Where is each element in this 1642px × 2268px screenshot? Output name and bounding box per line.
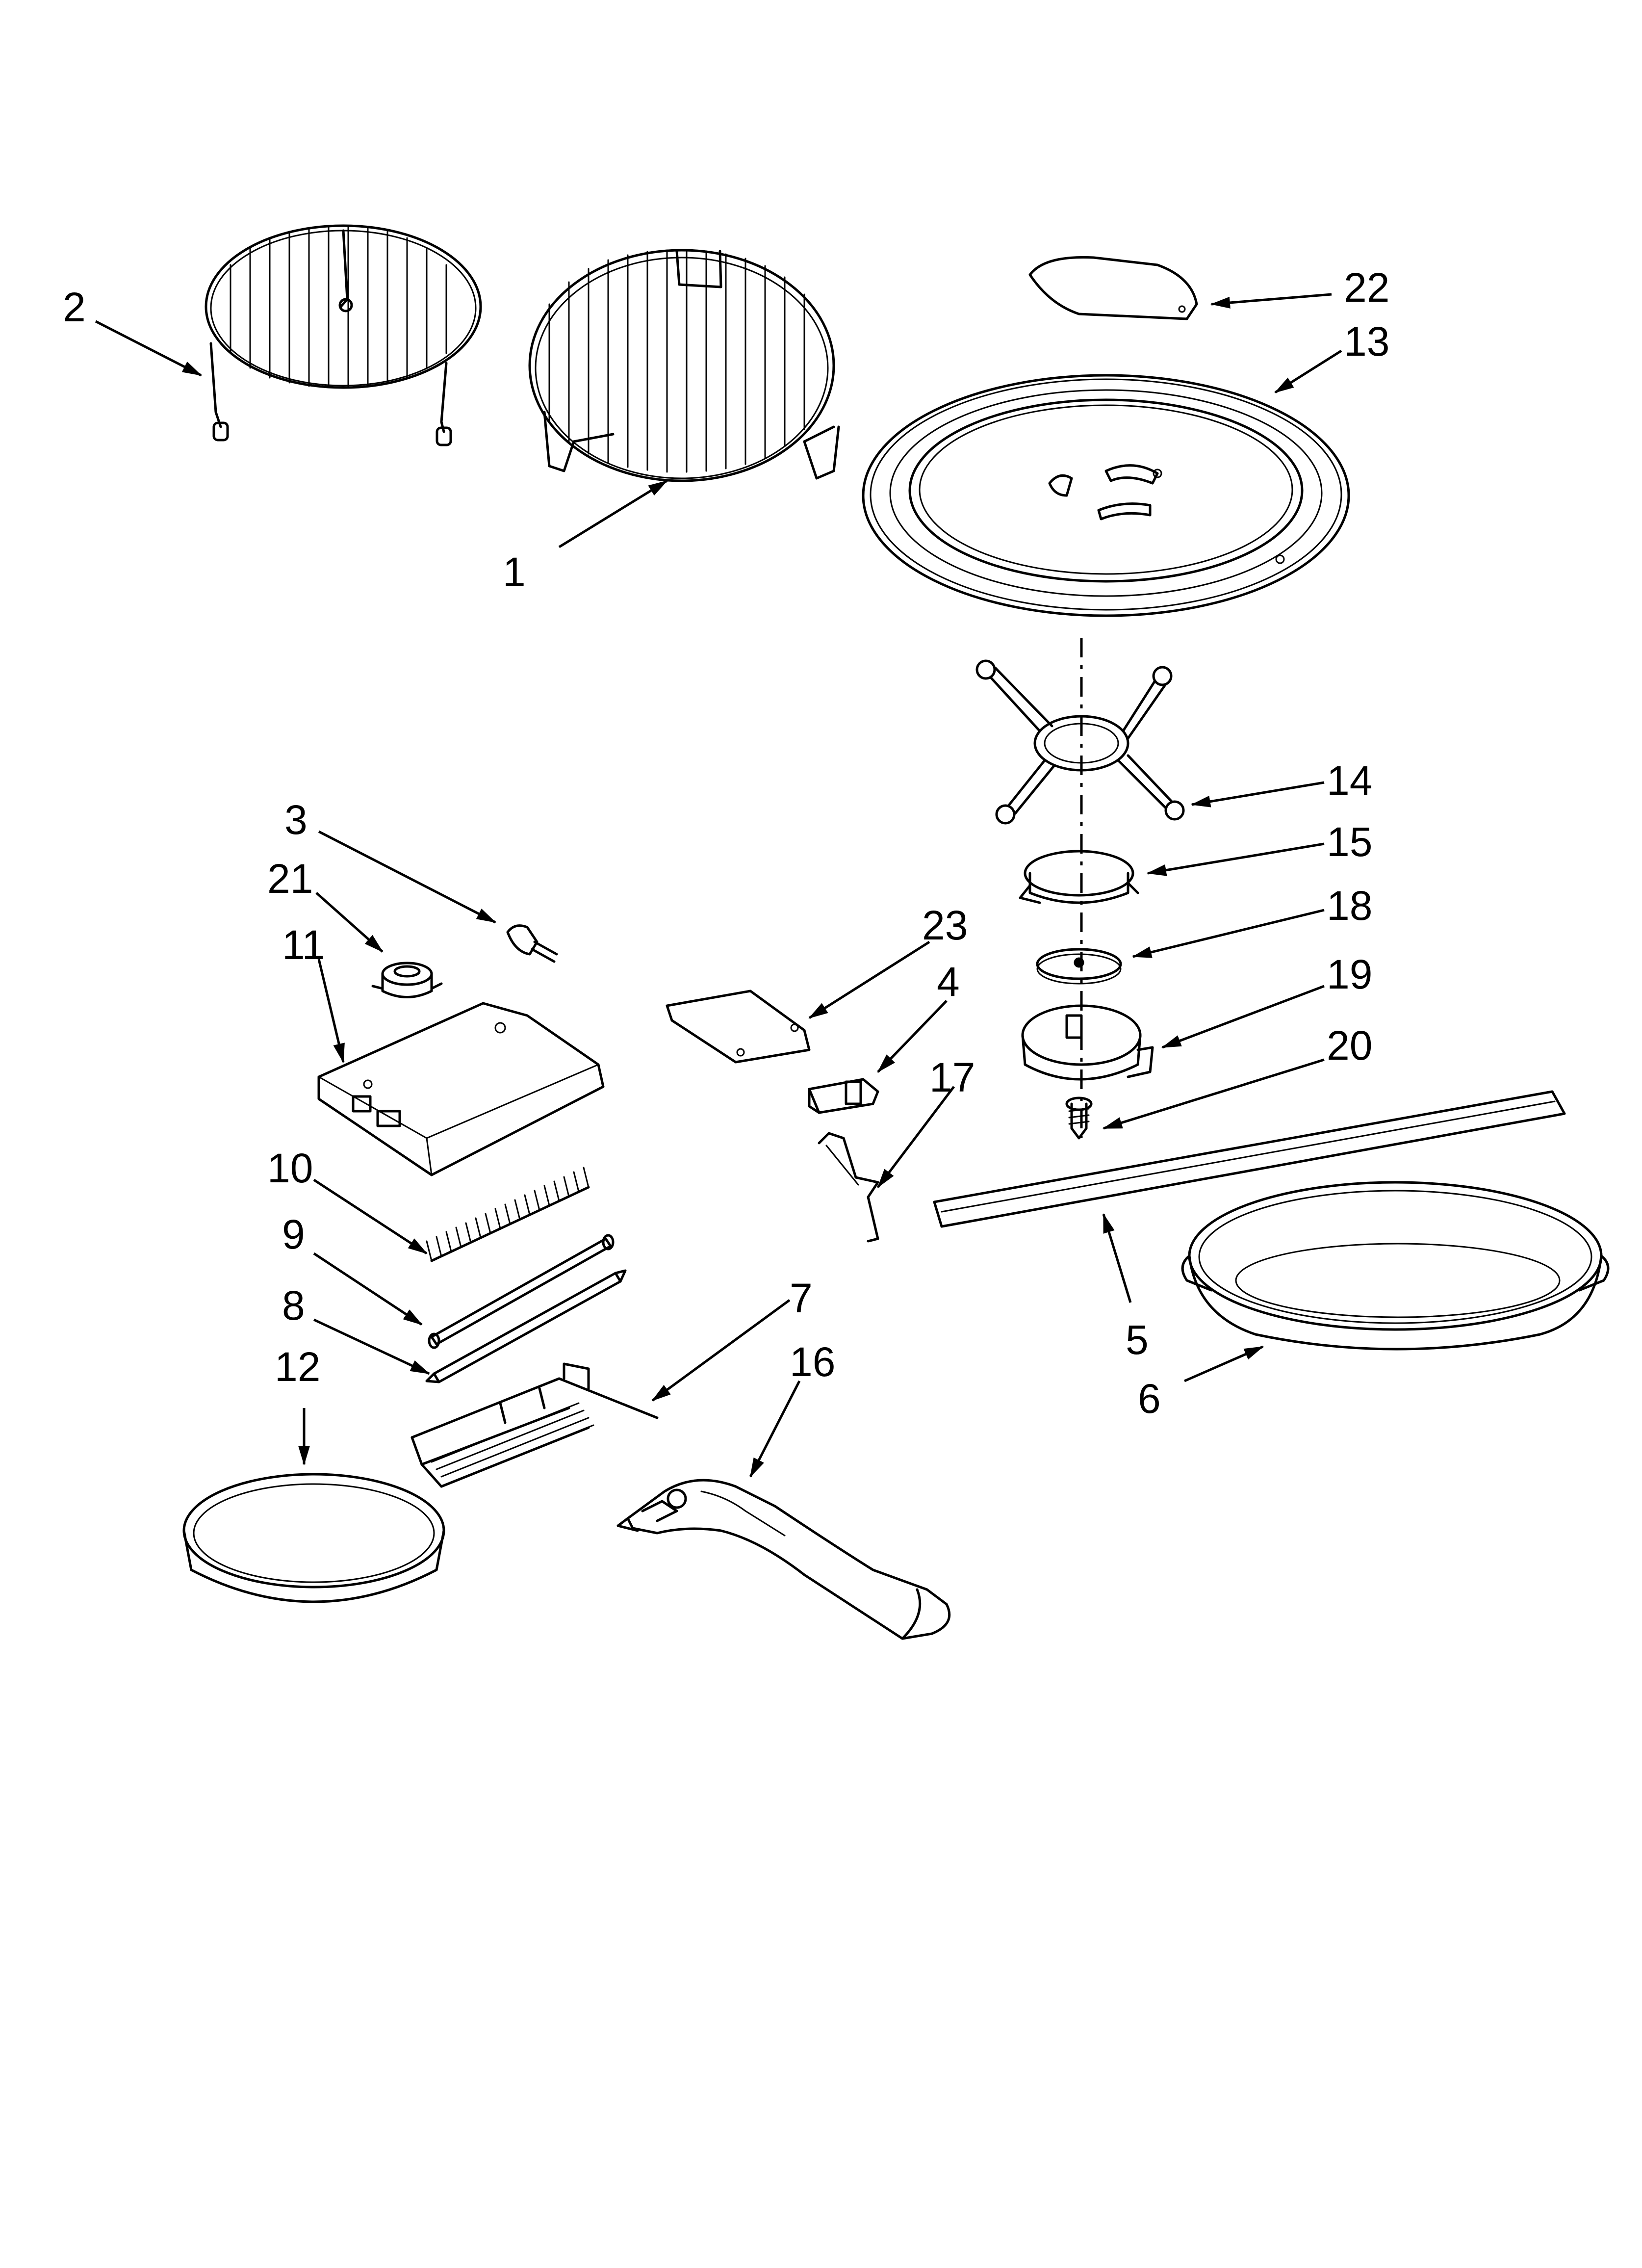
part-15-coupler bbox=[1019, 850, 1139, 904]
part-20-screw bbox=[1065, 1096, 1093, 1140]
part-18-washer bbox=[1036, 948, 1122, 985]
label-part-8: 8 bbox=[282, 1282, 305, 1329]
part-5-trim-strip bbox=[933, 1090, 1566, 1228]
label-part-5: 5 bbox=[1126, 1317, 1149, 1363]
label-part-11: 11 bbox=[282, 922, 325, 968]
part-8-heater-tube bbox=[425, 1269, 627, 1383]
part-12-round-pan bbox=[182, 1473, 445, 1603]
label-part-13: 13 bbox=[1344, 318, 1389, 365]
label-part-19: 19 bbox=[1327, 951, 1372, 997]
label-part-7: 7 bbox=[790, 1275, 813, 1321]
label-part-4: 4 bbox=[937, 959, 960, 1005]
part-13-glass-tray bbox=[862, 374, 1350, 617]
label-part-14: 14 bbox=[1327, 757, 1372, 804]
label-part-20: 20 bbox=[1327, 1022, 1372, 1069]
part-16-handle bbox=[616, 1479, 951, 1640]
label-part-6: 6 bbox=[1138, 1376, 1161, 1422]
part-19-motor bbox=[1021, 1004, 1154, 1081]
label-part-18: 18 bbox=[1327, 883, 1372, 929]
part-7-bracket bbox=[410, 1362, 659, 1488]
label-part-22: 22 bbox=[1344, 264, 1389, 311]
part-6-oval-dish bbox=[1181, 1181, 1610, 1351]
part-number-labels: 2 1 22 13 14 15 18 19 20 3 21 11 23 4 17… bbox=[63, 264, 1389, 1422]
part-21-thermostat bbox=[371, 962, 443, 998]
label-part-2: 2 bbox=[63, 284, 86, 330]
label-part-9: 9 bbox=[282, 1211, 305, 1257]
part-3-connector bbox=[506, 924, 558, 963]
label-part-16: 16 bbox=[790, 1339, 835, 1385]
part-22-cover bbox=[1028, 256, 1198, 320]
label-part-3: 3 bbox=[284, 797, 308, 843]
part-14-roller-support bbox=[975, 659, 1185, 825]
part-1-large-rack bbox=[528, 249, 840, 482]
part-2-small-rack bbox=[205, 224, 482, 446]
label-part-10: 10 bbox=[267, 1145, 313, 1191]
label-part-15: 15 bbox=[1327, 819, 1372, 865]
part-9-heater-tube bbox=[428, 1234, 615, 1349]
part-4-latch bbox=[808, 1078, 879, 1114]
part-23-shield bbox=[666, 990, 811, 1064]
part-17-spring bbox=[818, 1132, 879, 1243]
label-part-1: 1 bbox=[503, 549, 526, 595]
label-part-17: 17 bbox=[929, 1054, 975, 1100]
part-10-heater-coil bbox=[426, 1167, 590, 1262]
label-part-23: 23 bbox=[922, 902, 968, 948]
label-part-21: 21 bbox=[267, 856, 313, 902]
part-11-heater-cover bbox=[317, 1002, 605, 1176]
leader-lines bbox=[95, 293, 1342, 1478]
label-part-12: 12 bbox=[275, 1344, 320, 1390]
